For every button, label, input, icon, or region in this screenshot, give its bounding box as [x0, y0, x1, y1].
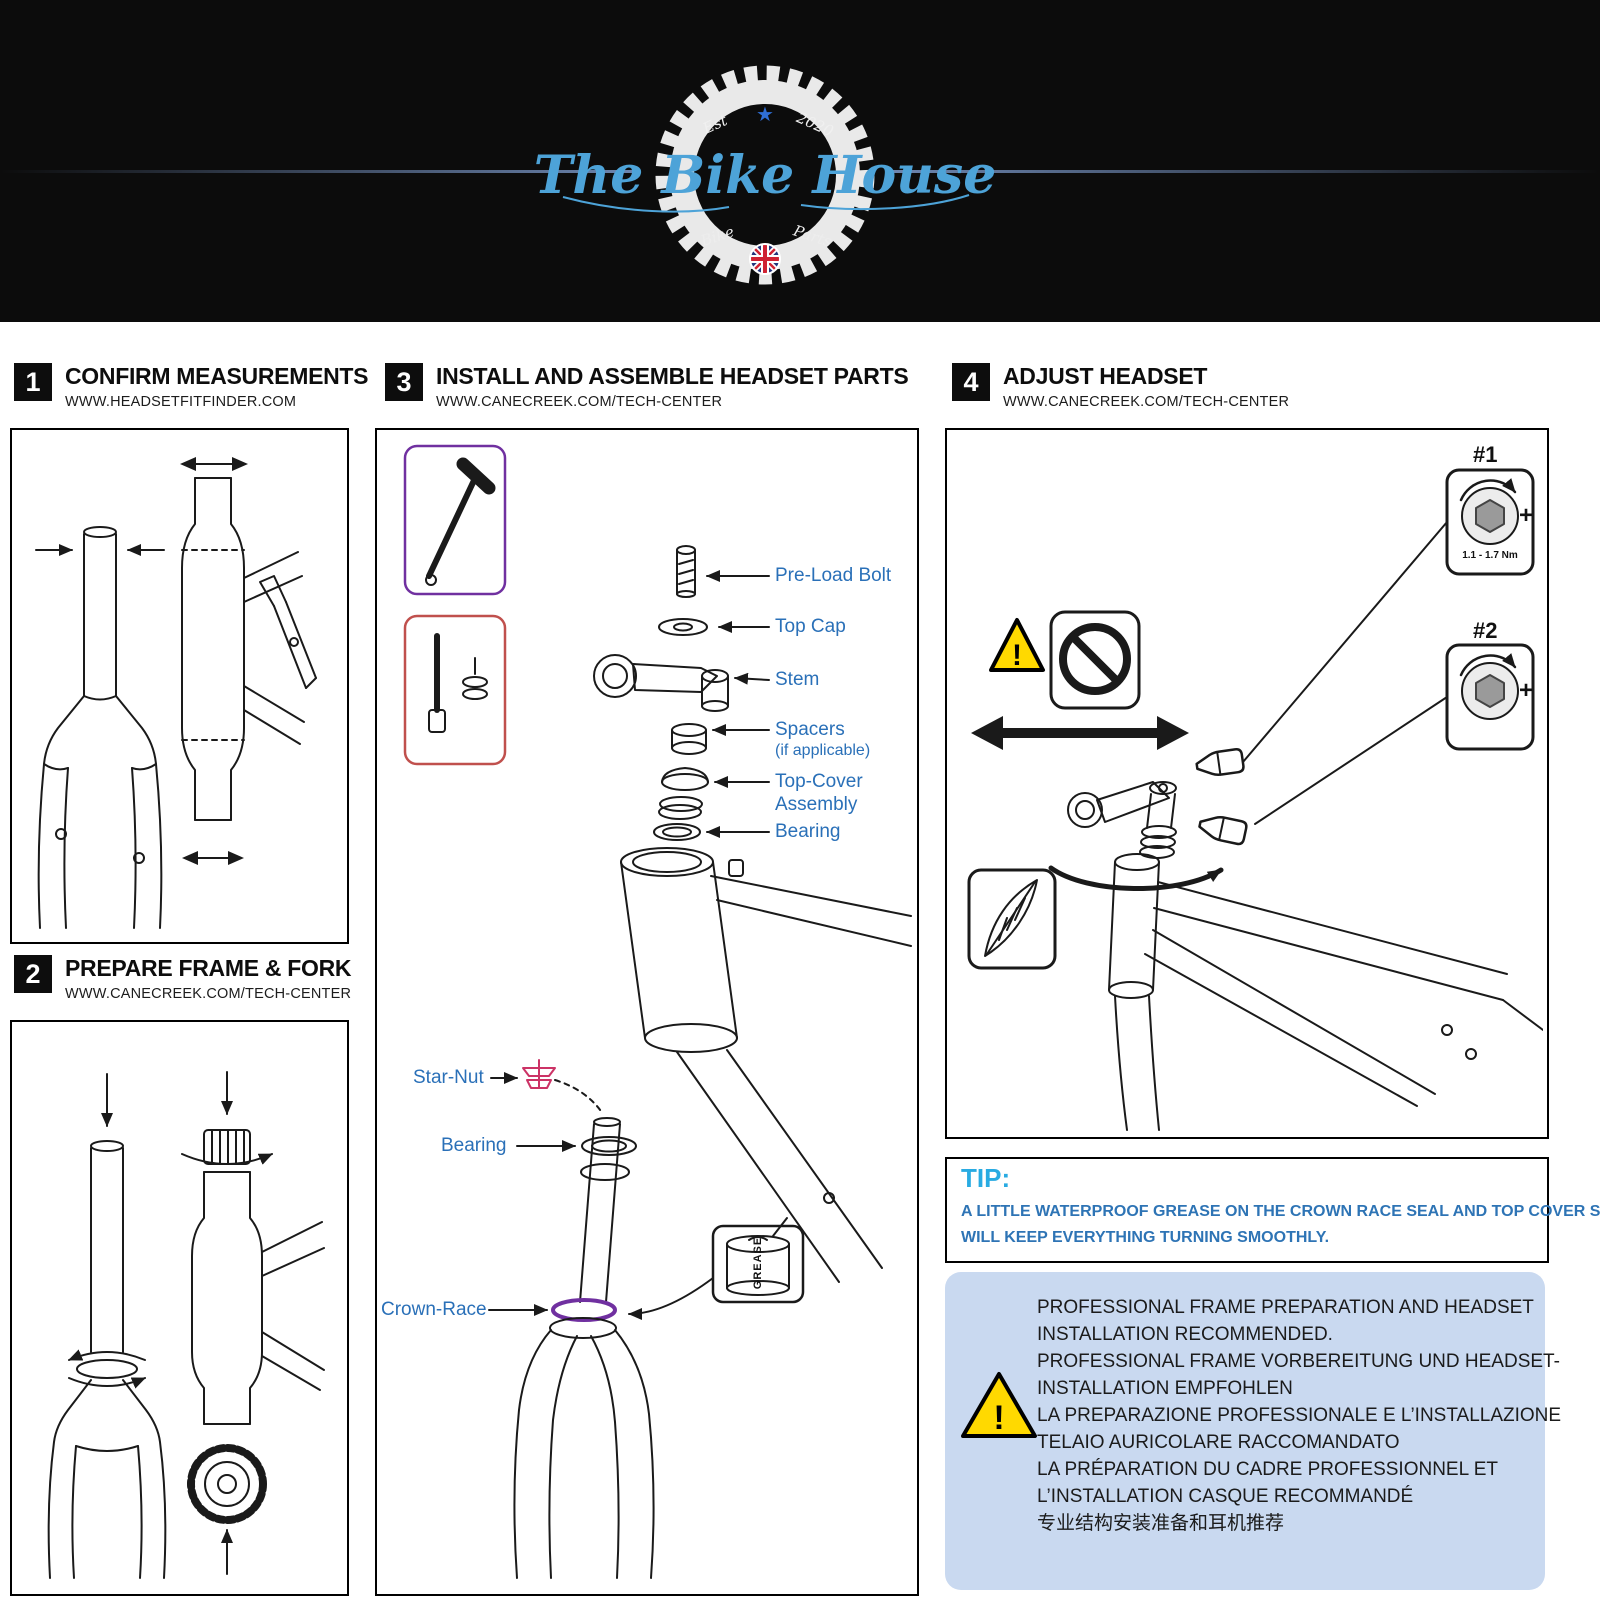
feather-icon	[967, 868, 1057, 970]
label-spacers-note: (if applicable)	[775, 742, 871, 759]
label-top-cover-2: Assembly	[775, 794, 858, 815]
tool2-connector-line	[1254, 696, 1448, 825]
no-turn-icon	[1049, 610, 1141, 710]
step-4-header: 4 ADJUST HEADSET WWW.CANECREEK.COM/TECH-…	[952, 363, 1289, 410]
panel-step-4: !	[945, 428, 1549, 1139]
step-3-header: 3 INSTALL AND ASSEMBLE HEADSET PARTS WWW…	[385, 363, 909, 410]
step-2-url: WWW.CANECREEK.COM/TECH-CENTER	[65, 986, 352, 1002]
uk-flag-icon	[749, 243, 781, 275]
step-4-title: ADJUST HEADSET	[1003, 363, 1208, 389]
brand-flourish-left	[562, 196, 730, 213]
warning-line-zh: 专业结构安装准备和耳机推荐	[1037, 1513, 1285, 1534]
warning-line-de-1: PROFESSIONAL FRAME VORBEREITUNG UND HEAD…	[1037, 1351, 1560, 1372]
label-bearing-lower: Bearing	[441, 1135, 507, 1156]
grease-apply-arrow	[628, 1277, 714, 1320]
tip-line-2: WILL KEEP EVERYTHING TURNING SMOOTHLY.	[961, 1229, 1330, 1246]
frame-fork-prep-diagram	[47, 1071, 325, 1579]
warning-line-de-2: INSTALLATION EMPFOHLEN	[1037, 1378, 1293, 1399]
step-3-number: 3	[385, 363, 423, 401]
adjust-headset-diagram: !	[967, 468, 1543, 1131]
tip-heading: TIP:	[961, 1163, 1011, 1193]
warning-box: ! PROFESSIONAL FRAME PREPARATION AND HEA…	[945, 1272, 1561, 1590]
step-3-title: INSTALL AND ASSEMBLE HEADSET PARTS	[436, 363, 909, 389]
step-2-number: 2	[14, 955, 52, 993]
double-arrow-icon	[971, 716, 1189, 750]
brand-title: The Bike House	[534, 145, 997, 206]
measurement-diagram	[35, 457, 317, 929]
label-spacers: Spacers	[775, 719, 845, 740]
label-star-nut: Star-Nut	[413, 1067, 484, 1088]
svg-text:!: !	[1012, 639, 1022, 672]
label-top-cap: Top Cap	[775, 616, 846, 637]
step-2-title: PREPARE FRAME & FORK	[65, 955, 352, 981]
header-divider-right	[890, 170, 1600, 173]
punch-tool-icon	[403, 614, 507, 766]
pointing-hand-icon-1	[1194, 747, 1246, 779]
warning-line-en-1: PROFESSIONAL FRAME PREPARATION AND HEADS…	[1037, 1297, 1534, 1318]
warning-line-fr-2: L’INSTALLATION CASQUE RECOMMANDÉ	[1037, 1486, 1414, 1507]
grease-can-icon	[711, 1217, 805, 1304]
tool1-connector-line	[1242, 521, 1448, 763]
step-4-url: WWW.CANECREEK.COM/TECH-CENTER	[1003, 394, 1290, 410]
grease-can-label: GREASE	[752, 1236, 764, 1290]
warning-line-en-2: INSTALLATION RECOMMENDED.	[1037, 1324, 1333, 1345]
step-1-title: CONFIRM MEASUREMENTS	[65, 363, 369, 389]
tool1-label: #1	[1473, 442, 1498, 467]
tool1-plus: +	[1519, 502, 1534, 529]
setting-tool-icon	[403, 444, 507, 596]
star-icon: ★	[756, 104, 774, 126]
step-1-number: 1	[14, 363, 52, 401]
header-divider-left	[0, 170, 640, 173]
tip-box: TIP: A LITTLE WATERPROOF GREASE ON THE C…	[945, 1157, 1600, 1263]
step-2-header: 2 PREPARE FRAME & FORK WWW.CANECREEK.COM…	[14, 955, 352, 1002]
label-bearing-upper: Bearing	[775, 821, 841, 842]
warning-line-it-1: LA PREPARAZIONE PROFESSIONALE E L’INSTAL…	[1037, 1405, 1562, 1426]
headset-exploded-diagram	[403, 444, 912, 1579]
step-1-url: WWW.HEADSETFITFINDER.COM	[65, 394, 297, 410]
label-arrows	[488, 570, 770, 1316]
panel-step-2	[10, 1020, 349, 1596]
brand-flourish-right	[800, 194, 970, 211]
star-nut-part	[522, 1059, 556, 1089]
step-4-number: 4	[952, 363, 990, 401]
tip-line-1: A LITTLE WATERPROOF GREASE ON THE CROWN …	[961, 1203, 1600, 1220]
stem-steerer-drawing	[1048, 781, 1543, 1131]
tool2-label: #2	[1473, 618, 1498, 643]
warning-line-fr-1: LA PRÉPARATION DU CADRE PROFESSIONNEL ET	[1037, 1459, 1499, 1480]
fork-steerer-drawing	[35, 526, 165, 929]
svg-text:!: !	[993, 1399, 1004, 1437]
step-3-url: WWW.CANECREEK.COM/TECH-CENTER	[436, 394, 723, 410]
crown-race-part	[551, 1298, 617, 1322]
headtube-measure-drawing	[180, 457, 317, 865]
label-top-cover-1: Top-Cover	[775, 771, 863, 792]
tool2-plus: +	[1519, 677, 1534, 704]
header-banner: ★ Est 2020 Bike Parts The Bike House	[0, 0, 1600, 322]
label-stem: Stem	[775, 669, 820, 690]
fork-prep-drawing	[47, 1073, 167, 1579]
tool1-torque: 1.1 - 1.7 Nm	[1462, 550, 1518, 561]
label-preload-bolt: Pre-Load Bolt	[775, 565, 892, 586]
exploded-parts-drawing	[513, 545, 912, 1579]
step-1-header: 1 CONFIRM MEASUREMENTS WWW.HEADSETFITFIN…	[14, 363, 369, 410]
caliper-icon	[259, 575, 317, 689]
pointing-hand-icon-2	[1196, 811, 1249, 847]
warning-text: PROFESSIONAL FRAME PREPARATION AND HEADS…	[1037, 1294, 1561, 1537]
bike-house-logo: ★ Est 2020 Bike Parts The Bike House	[534, 65, 997, 285]
panel-step-1	[10, 428, 349, 944]
warning-line-it-2: TELAIO AURICOLARE RACCOMANDATO	[1037, 1432, 1400, 1453]
warning-triangle-icon: !	[989, 618, 1045, 672]
label-crown-race: Crown-Race	[381, 1299, 487, 1320]
headtube-press-drawing	[181, 1071, 325, 1575]
warning-triangle-icon: !	[961, 1372, 1037, 1438]
panel-step-3: Pre-Load Bolt Top Cap Stem Spacers (if a…	[375, 428, 919, 1596]
